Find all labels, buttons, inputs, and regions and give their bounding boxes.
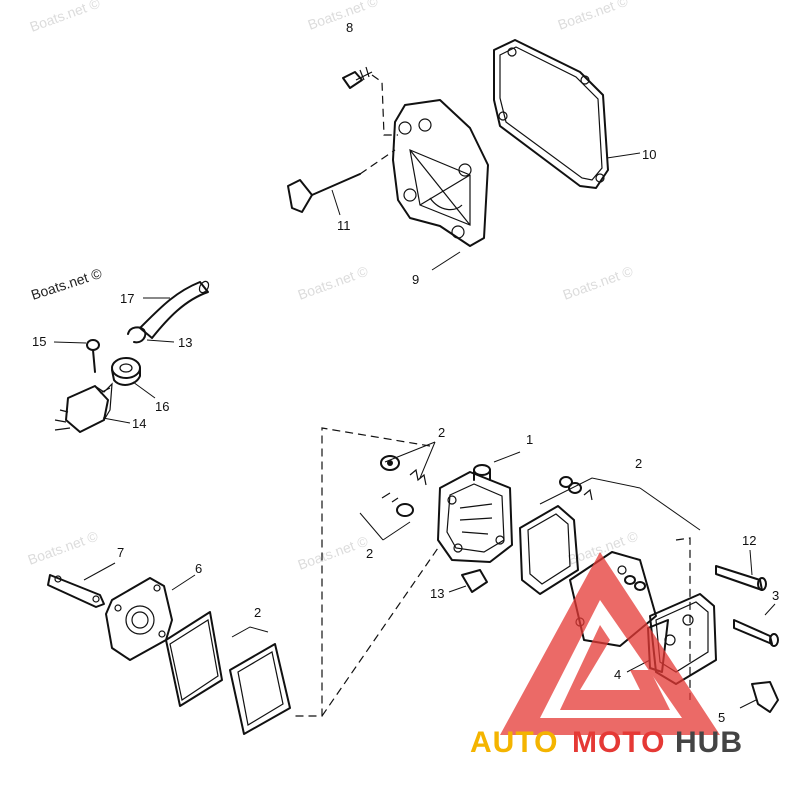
part-13-fitting bbox=[448, 569, 488, 593]
part-13-clip bbox=[127, 326, 175, 344]
part-3-bolt bbox=[733, 603, 779, 647]
watermark: Boats.net © bbox=[296, 262, 371, 302]
part-14-pump bbox=[54, 382, 131, 433]
part-11-rod bbox=[287, 149, 396, 216]
watermark: Boats.net © bbox=[306, 0, 381, 33]
assembly-dashed-line-diag bbox=[321, 547, 439, 717]
callout-8: 8 bbox=[346, 20, 353, 35]
part-12-bolt bbox=[715, 549, 767, 591]
logo-triangle bbox=[500, 552, 720, 735]
logo-text-hub: HUB bbox=[675, 726, 743, 759]
callout-2: 2 bbox=[438, 425, 445, 440]
callout-4: 4 bbox=[614, 667, 621, 682]
callout-15: 15 bbox=[32, 334, 46, 349]
callout-10: 10 bbox=[642, 147, 656, 162]
callout-13: 13 bbox=[178, 335, 192, 350]
watermark: Boats.net © bbox=[556, 0, 631, 33]
logo-wordmark: AUTO MOTO HUB bbox=[470, 726, 743, 759]
callout-16: 16 bbox=[155, 399, 169, 414]
watermark: Boats.net © bbox=[28, 0, 103, 35]
callout-9: 9 bbox=[412, 272, 419, 287]
automotohub-logo bbox=[500, 552, 720, 735]
callout-7: 7 bbox=[117, 545, 124, 560]
callout-17: 17 bbox=[120, 291, 134, 306]
part-5-elbow bbox=[739, 681, 779, 713]
part-2-right-set bbox=[519, 476, 701, 595]
part-8-bolt bbox=[342, 66, 398, 136]
watermarks: Boats.net © Boats.net © Boats.net © Boat… bbox=[26, 0, 641, 573]
callout-2: 2 bbox=[254, 605, 261, 620]
callout-11: 11 bbox=[337, 218, 351, 233]
logo-text-auto: AUTO bbox=[470, 726, 558, 759]
watermark: Boats.net © bbox=[26, 527, 101, 567]
watermark-dark: Boats.net © bbox=[29, 265, 104, 303]
part-17-hose bbox=[139, 280, 210, 339]
part-6-housing bbox=[105, 574, 196, 661]
callout-14: 14 bbox=[132, 416, 146, 431]
part-7-arm bbox=[47, 562, 116, 608]
part-9-cover bbox=[392, 99, 489, 271]
watermark: Boats.net © bbox=[561, 262, 636, 302]
callout-5: 5 bbox=[718, 710, 725, 725]
part-15-screw bbox=[53, 339, 100, 373]
callout-6: 6 bbox=[195, 561, 202, 576]
callout-12: 12 bbox=[742, 533, 756, 548]
callout-3: 3 bbox=[772, 588, 779, 603]
logo-text-moto: MOTO bbox=[572, 726, 665, 759]
callout-13: 13 bbox=[430, 586, 444, 601]
part-2-upper-set bbox=[359, 441, 436, 541]
logo-inner-mark bbox=[560, 625, 670, 710]
callouts: 8 10 11 9 17 15 13 16 14 2 1 2 2 7 6 12 … bbox=[32, 20, 779, 725]
callout-1: 1 bbox=[526, 432, 533, 447]
assembly-dashed-line bbox=[292, 427, 431, 717]
part-10-gasket bbox=[493, 39, 641, 189]
callout-2: 2 bbox=[635, 456, 642, 471]
part-1-pump-body bbox=[437, 451, 521, 563]
part-16-grommet bbox=[111, 357, 156, 399]
right-dashed-line bbox=[675, 537, 691, 700]
part-2-gaskets-left bbox=[165, 611, 291, 735]
callout-2: 2 bbox=[366, 546, 373, 561]
watermark: Boats.net © bbox=[296, 532, 371, 572]
